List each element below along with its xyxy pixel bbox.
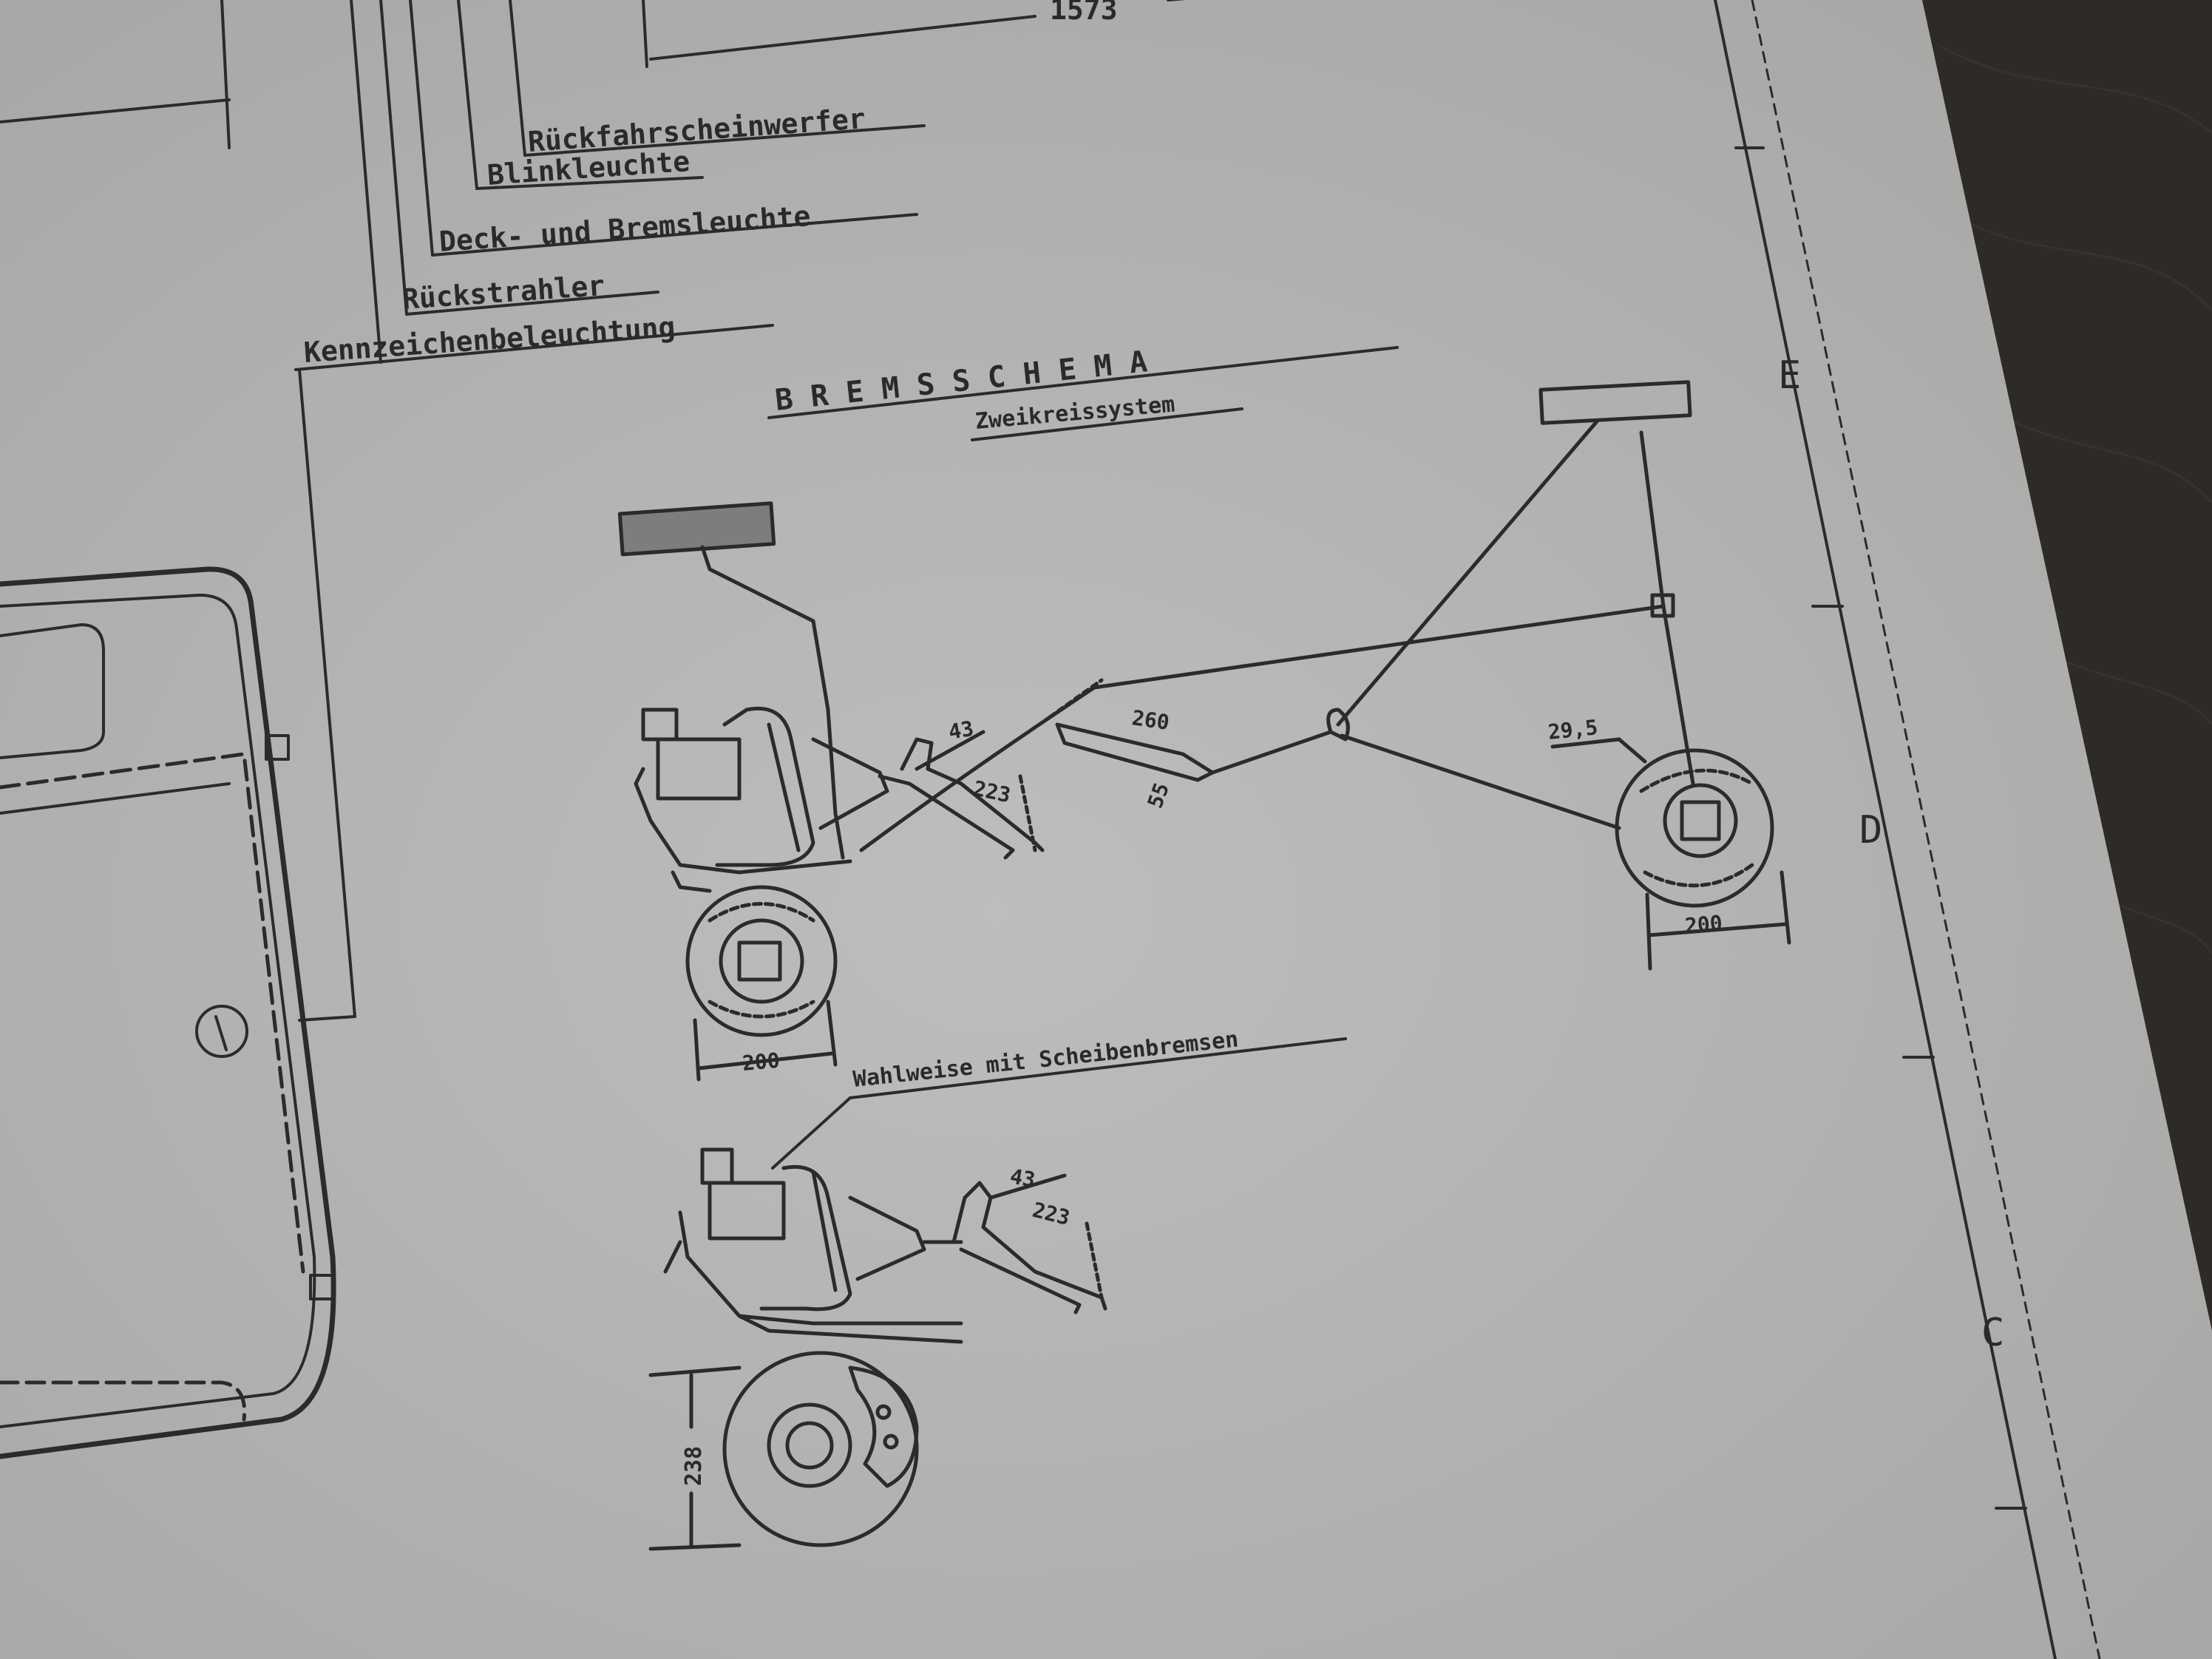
lock-icon	[195, 1005, 248, 1058]
rear-drum-brake	[1550, 737, 1791, 971]
car-rear-outline	[0, 566, 336, 1459]
brake-pedal-top	[900, 730, 1045, 860]
front-drum-brake	[685, 885, 838, 1082]
dimension-1573: 1573	[1050, 0, 1118, 26]
dim-disc-238: 238	[681, 1446, 707, 1486]
schema-subtitle-underline	[971, 407, 1244, 441]
dim-pedal-angle-43-top: 43	[946, 716, 975, 744]
lamp-leader-lines	[0, 0, 926, 1022]
dim-front-drum-200: 200	[742, 1048, 781, 1076]
option-label-leader	[771, 1037, 1347, 1170]
grid-marker-d: D	[1859, 808, 1882, 852]
dim-pedal-angle-43-disc: 43	[1008, 1164, 1037, 1192]
brake-pedal-disc	[922, 1173, 1107, 1314]
brake-booster-disc	[663, 1147, 963, 1344]
dim-rear-drum-29-5: 29,5	[1547, 715, 1599, 744]
top-dimension-line	[642, 0, 1187, 68]
grid-marker-e: E	[1778, 353, 1801, 398]
disc-brake	[648, 1351, 919, 1551]
drawing-frame-border	[1714, 0, 2101, 1659]
dim-rear-drum-200: 200	[1684, 911, 1723, 938]
schema-title-underline	[767, 346, 1399, 419]
dim-handbrake-260: 260	[1130, 705, 1171, 735]
grid-marker-c: C	[1981, 1311, 2004, 1355]
handbrake-assembly	[859, 419, 1695, 852]
rear-reservoir	[1538, 380, 1692, 425]
wood-grain	[1936, 43, 2212, 954]
brake-booster-top	[634, 706, 912, 893]
